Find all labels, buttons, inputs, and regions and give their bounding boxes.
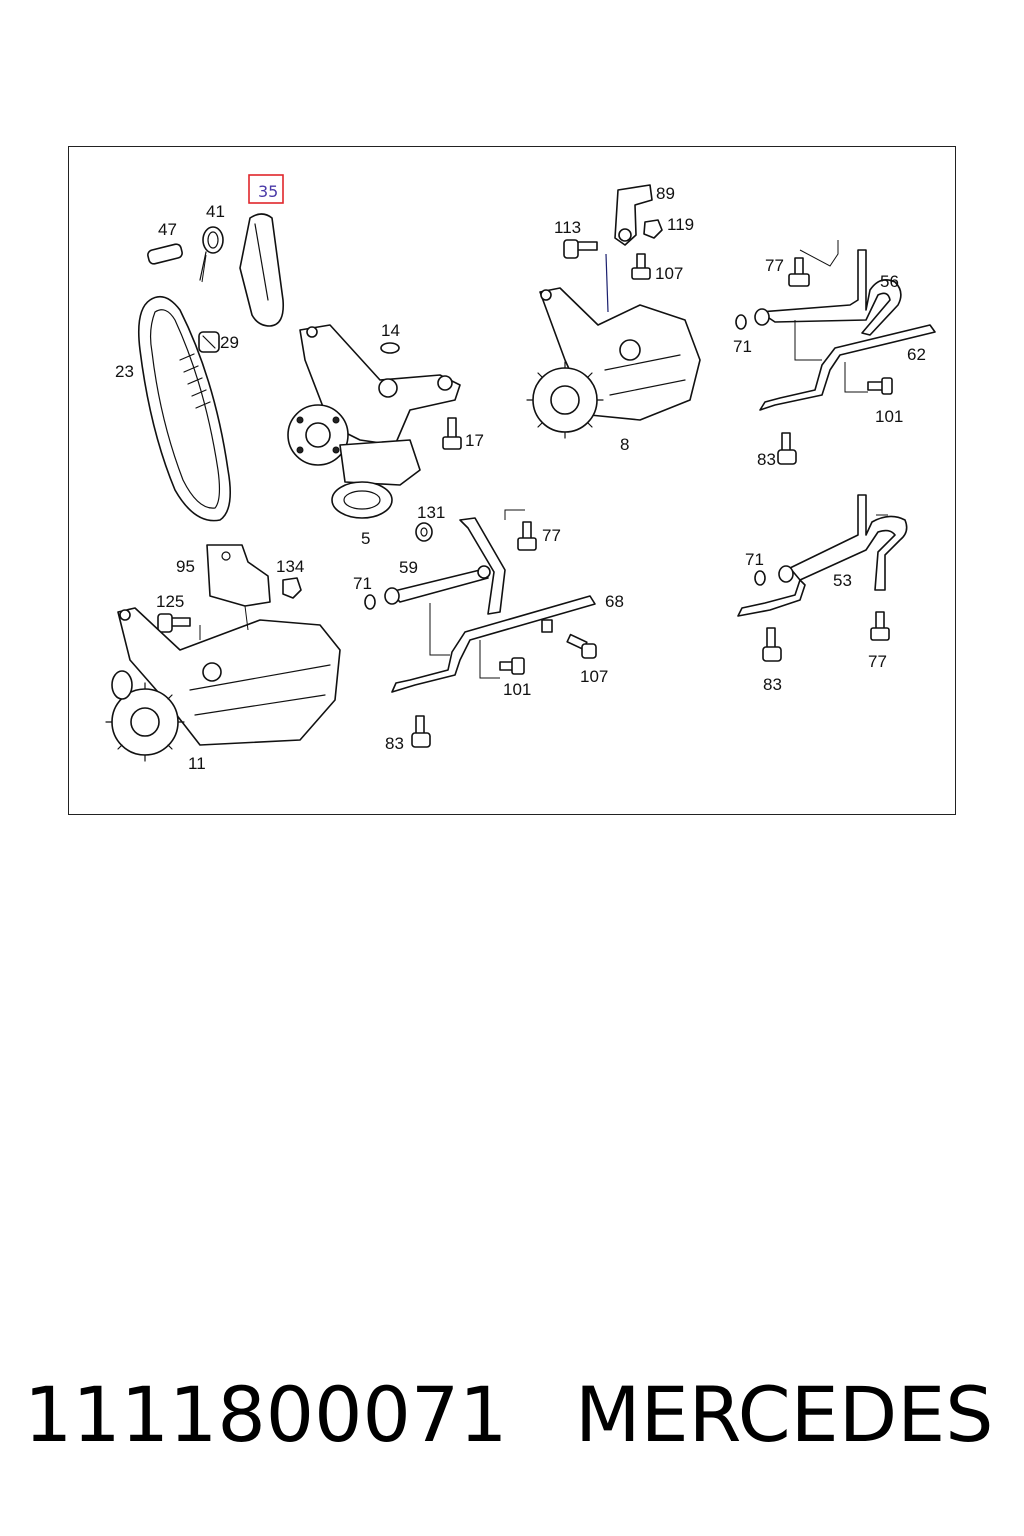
- callout-71-top[interactable]: 71: [733, 337, 752, 356]
- callout-29[interactable]: 29: [220, 333, 239, 352]
- callout-8[interactable]: 8: [620, 435, 629, 454]
- callout-41[interactable]: 41: [206, 202, 225, 221]
- callout-89[interactable]: 89: [656, 184, 675, 203]
- callout-47[interactable]: 47: [158, 220, 177, 239]
- callout-125[interactable]: 125: [156, 592, 184, 611]
- callout-56[interactable]: 56: [880, 272, 899, 291]
- leader-68: [429, 603, 450, 656]
- callout-77-right[interactable]: 77: [868, 652, 887, 671]
- callout-131[interactable]: 131: [417, 503, 445, 522]
- callout-119[interactable]: 119: [667, 215, 694, 234]
- oil-line-part-53[interactable]: [737, 494, 908, 617]
- nut-part-119[interactable]: [643, 219, 663, 239]
- oil-pipe-part-62[interactable]: [759, 324, 936, 411]
- callout-23[interactable]: 23: [115, 362, 134, 381]
- callout-95[interactable]: 95: [176, 557, 195, 576]
- bolt-part-77-right[interactable]: [870, 611, 890, 641]
- callout-14[interactable]: 14: [381, 321, 400, 340]
- part-number: 1111800071: [24, 1370, 508, 1459]
- spring-part-41[interactable]: [199, 226, 224, 281]
- timing-chain-part-23[interactable]: [137, 295, 231, 522]
- callout-83-middle[interactable]: 83: [385, 734, 404, 753]
- chain-link-part-29[interactable]: [198, 331, 220, 353]
- oil-pump-assembly-part-5[interactable]: [287, 324, 461, 519]
- leader-62: [794, 320, 822, 361]
- bolt-part-77-middle[interactable]: [517, 521, 537, 551]
- callout-71-right[interactable]: 71: [745, 550, 764, 569]
- bolt-part-83-middle[interactable]: [411, 715, 431, 748]
- oil-pump-part-8[interactable]: [526, 287, 701, 439]
- leader-101-middle: [479, 640, 500, 679]
- callout-68[interactable]: 68: [605, 592, 624, 611]
- leader-101: [844, 362, 868, 393]
- diagram-frame: [68, 146, 956, 815]
- nut-part-134[interactable]: [282, 577, 302, 599]
- callout-83-right[interactable]: 83: [763, 675, 782, 694]
- washer-part-71-middle[interactable]: [364, 594, 376, 610]
- callout-5[interactable]: 5: [361, 529, 370, 548]
- washer-part-131[interactable]: [415, 522, 433, 542]
- bolt-part-83-right[interactable]: [762, 627, 782, 662]
- washer-part-71-top[interactable]: [735, 314, 747, 330]
- highlight-box-part-35: [248, 174, 284, 204]
- oil-pipe-part-68[interactable]: [391, 595, 596, 693]
- callout-113[interactable]: 113: [554, 218, 581, 237]
- callout-35[interactable]: 35: [258, 182, 278, 201]
- callout-107-top[interactable]: 107: [655, 264, 683, 283]
- callout-83-top[interactable]: 83: [757, 450, 776, 469]
- oil-line-part-59[interactable]: [384, 517, 506, 615]
- brand-name: MERCEDES: [575, 1370, 994, 1459]
- tensioner-rail-part-35[interactable]: [239, 213, 285, 327]
- callout-107-middle[interactable]: 107: [580, 667, 608, 686]
- callout-53[interactable]: 53: [833, 571, 852, 590]
- callout-11[interactable]: 11: [188, 754, 206, 773]
- leader-89-8: [605, 253, 609, 313]
- leader-95: [244, 605, 249, 631]
- washer-part-71-right[interactable]: [754, 570, 766, 586]
- callout-59[interactable]: 59: [399, 558, 418, 577]
- bracket-part-95[interactable]: [206, 544, 271, 607]
- bolt-part-113[interactable]: [563, 239, 598, 259]
- oil-pump-part-11[interactable]: [105, 607, 341, 762]
- callout-134[interactable]: 134: [276, 557, 304, 576]
- callout-71-middle[interactable]: 71: [353, 574, 372, 593]
- leader-77-middle: [504, 509, 525, 520]
- leader-56: [799, 240, 839, 267]
- leader-41: [201, 254, 207, 283]
- bolt-part-107-middle[interactable]: [566, 633, 597, 659]
- bolt-part-17[interactable]: [442, 417, 462, 450]
- callout-101-top[interactable]: 101: [875, 407, 903, 426]
- oil-line-part-56[interactable]: [754, 249, 902, 336]
- callout-101-middle[interactable]: 101: [503, 680, 531, 699]
- pin-part-47[interactable]: [147, 243, 183, 265]
- bracket-part-89[interactable]: [614, 184, 653, 246]
- washer-part-14[interactable]: [380, 342, 400, 354]
- bolt-part-77-top[interactable]: [788, 257, 810, 287]
- bolt-part-101-middle[interactable]: [499, 657, 525, 675]
- callout-17[interactable]: 17: [465, 431, 484, 450]
- bolt-part-125[interactable]: [157, 613, 191, 633]
- callout-77-middle[interactable]: 77: [542, 526, 561, 545]
- bolt-part-107-top[interactable]: [631, 253, 651, 280]
- bolt-part-83-top[interactable]: [777, 432, 797, 465]
- callout-77-top[interactable]: 77: [765, 256, 784, 275]
- bolt-part-101-top[interactable]: [867, 377, 893, 395]
- callout-62[interactable]: 62: [907, 345, 926, 364]
